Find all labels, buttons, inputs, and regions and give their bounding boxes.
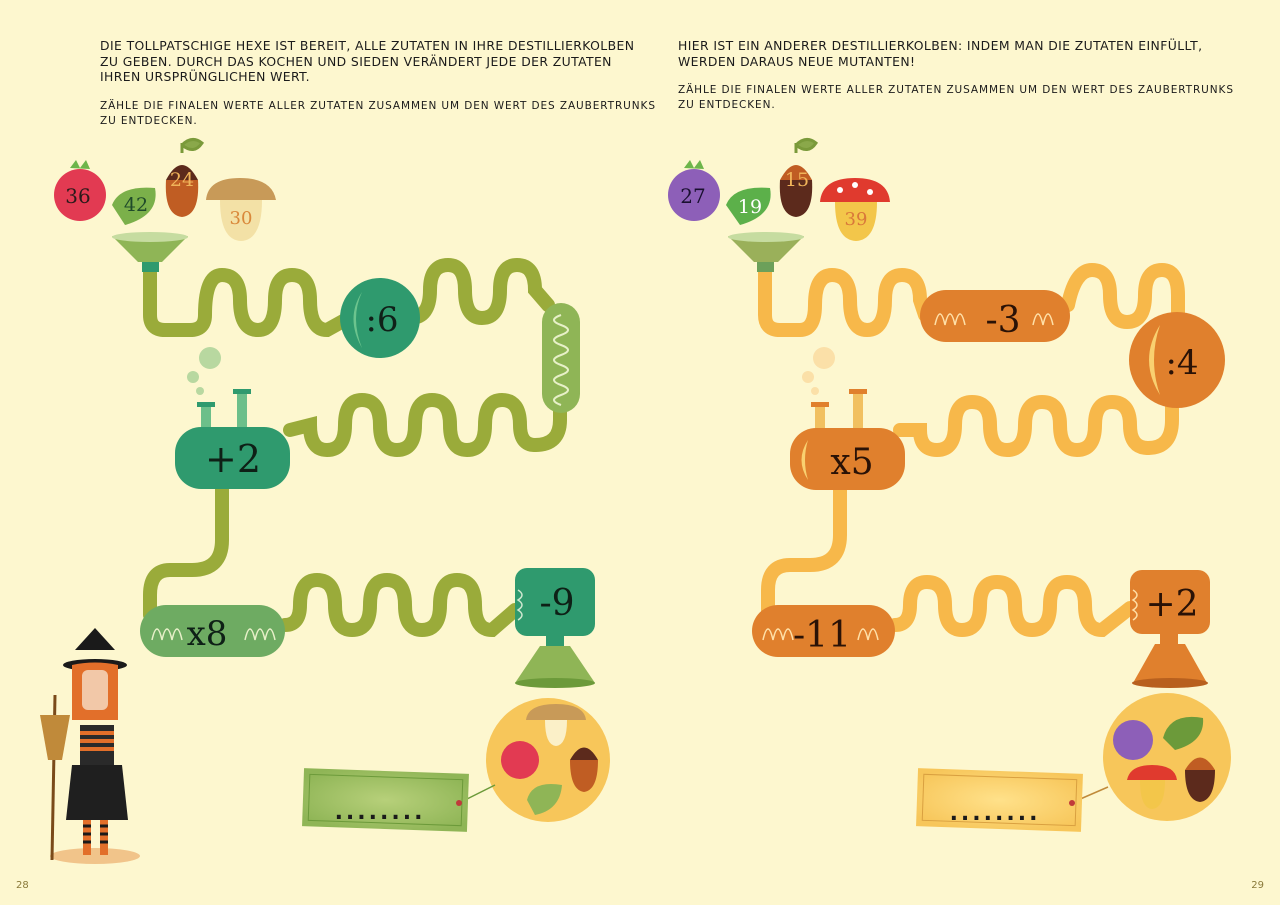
right-op-minus11: -11 xyxy=(752,605,895,657)
left-answer-tag: ........ xyxy=(302,768,469,832)
right-op-multiply-label: x5 xyxy=(830,442,873,483)
right-mushroom-value: 39 xyxy=(845,209,868,230)
leaf-icon: 42 xyxy=(112,187,156,225)
right-op-multiply: x5 xyxy=(790,389,905,490)
left-op-divide-label: :6 xyxy=(365,300,398,340)
left-answer-connector xyxy=(464,784,496,801)
left-task-line-1: Zähle die finalen Werte aller Zutaten zu… xyxy=(100,100,656,112)
right-ingredients: 27 19 15 39 xyxy=(668,138,890,241)
left-funnel xyxy=(112,232,188,272)
right-answer-connector xyxy=(1077,786,1109,801)
right-task-line-1: Zähle die finalen Werte aller Zutaten zu… xyxy=(678,84,1234,96)
left-op-plus-label: +2 xyxy=(205,437,261,481)
blackberry-icon: 27 xyxy=(668,160,720,221)
right-leaf-value: 19 xyxy=(738,196,762,218)
right-tubes xyxy=(758,262,1185,638)
left-intro-line-2: zu geben. Durch das Kochen und Sieden ve… xyxy=(100,53,612,69)
left-op-minus-label: -9 xyxy=(539,583,574,624)
mushroom-value: 30 xyxy=(230,208,253,229)
right-answer-tag: ........ xyxy=(916,768,1083,832)
right-op-divide-label: :4 xyxy=(1165,343,1198,383)
right-op-minus3-label: -3 xyxy=(985,300,1020,341)
right-result-bowl xyxy=(1103,693,1231,821)
mushroom-icon: 30 xyxy=(206,178,276,241)
right-intro-line-2: werden daraus neue Mutanten! xyxy=(678,53,916,69)
left-task-line-2: zu entdecken. xyxy=(100,115,198,127)
right-answer-field[interactable]: ........ xyxy=(950,801,1041,826)
acorn-value: 24 xyxy=(170,169,194,191)
page-number-left: 28 xyxy=(16,880,29,891)
leaf-icon-right: 19 xyxy=(726,187,771,225)
leaf-value: 42 xyxy=(124,194,148,216)
raspberry-value: 36 xyxy=(65,184,90,208)
left-op-multiply: x8 xyxy=(140,605,285,657)
left-intro: Die tollpatschige Hexe ist bereit, alle … xyxy=(100,38,634,85)
left-coil-capsule xyxy=(542,303,580,413)
right-task-line-2: zu entdecken. xyxy=(678,99,776,111)
right-task: Zähle die finalen Werte aller Zutaten zu… xyxy=(678,83,1234,113)
left-result-bowl xyxy=(486,698,610,822)
acorn-icon: 24 xyxy=(165,138,205,217)
left-bubbles xyxy=(187,347,221,395)
witch-icon xyxy=(40,628,140,864)
right-acorn-value: 15 xyxy=(785,169,809,191)
toadstool-icon: 39 xyxy=(820,178,890,241)
left-tubes xyxy=(143,257,567,638)
right-op-minus3: -3 xyxy=(920,290,1070,342)
left-intro-line-3: ihren ursprünglichen Wert. xyxy=(100,69,310,84)
left-intro-line-1: Die tollpatschige Hexe ist bereit, alle … xyxy=(100,38,635,53)
left-op-divide: :6 xyxy=(340,278,420,358)
left-task: Zähle die finalen Werte aller Zutaten zu… xyxy=(100,99,656,129)
right-intro: Hier ist ein anderer Destillierkolben: i… xyxy=(678,38,1202,69)
right-funnel xyxy=(728,232,804,272)
left-ingredients: 36 42 24 30 xyxy=(54,138,276,241)
left-op-plus: +2 xyxy=(175,389,290,489)
right-op-divide: :4 xyxy=(1129,312,1225,408)
right-op-minus11-label: -11 xyxy=(793,615,851,656)
left-op-minus: -9 xyxy=(515,568,595,688)
left-answer-field[interactable]: ........ xyxy=(335,800,426,825)
right-op-plus-label: +2 xyxy=(1145,584,1198,625)
blackberry-value: 27 xyxy=(680,184,705,208)
right-bubbles xyxy=(802,347,835,395)
left-op-multiply-label: x8 xyxy=(187,614,228,654)
page-number-right: 29 xyxy=(1251,880,1264,891)
raspberry-icon: 36 xyxy=(54,160,106,221)
right-op-plus: +2 xyxy=(1130,570,1210,688)
right-intro-line-1: Hier ist ein anderer Destillierkolben: i… xyxy=(678,38,1203,53)
acorn-icon-right: 15 xyxy=(779,138,819,217)
